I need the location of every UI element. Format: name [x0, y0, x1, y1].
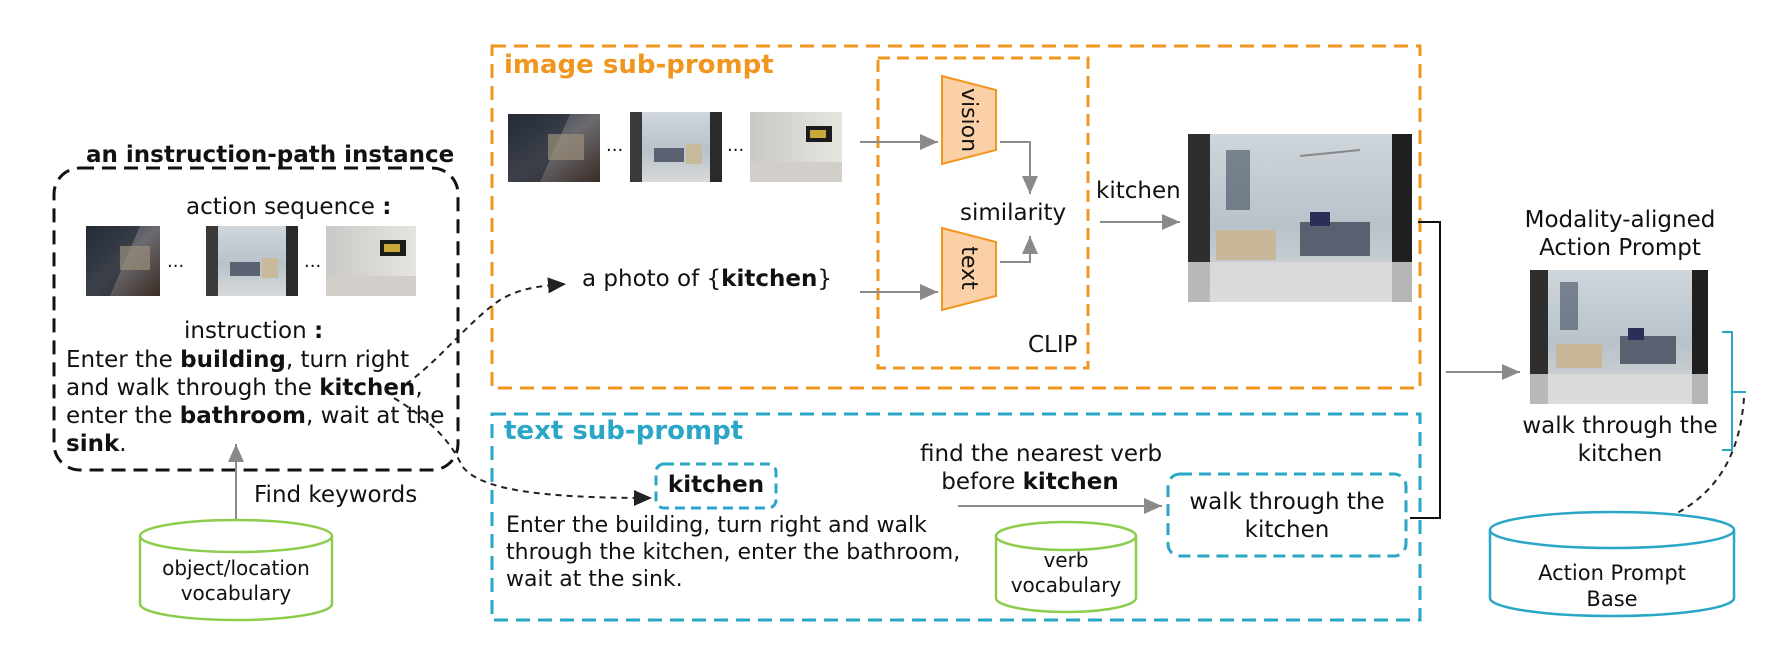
subprompt-photo-1	[508, 114, 600, 182]
vision-encoder	[941, 74, 997, 166]
instance-photo-2	[206, 226, 298, 296]
action-sequence-label: action sequence :	[186, 194, 392, 220]
object-vocab-cylinder	[138, 518, 334, 622]
image-subprompt-box	[490, 44, 1422, 390]
kitchen-photo-large	[1188, 134, 1412, 302]
ellipsis-2: ...	[304, 251, 322, 272]
photo-prompt-text: a photo of {kitchen}	[582, 266, 832, 292]
instruction-label: instruction :	[184, 318, 324, 344]
instance-title: an instruction-path instance	[86, 142, 455, 168]
keyword-box	[654, 462, 778, 510]
instruction-text: Enter the building, turn right and walk …	[66, 347, 445, 457]
img-ellipsis-1: ...	[606, 135, 624, 156]
verb-vocab-cylinder	[994, 520, 1138, 614]
kitchen-photo-output	[1530, 270, 1708, 404]
text-encoder-label: text	[956, 246, 981, 290]
keyword-text: kitchen	[667, 472, 765, 498]
similarity-label: similarity	[960, 200, 1067, 226]
vision-label: vision	[956, 87, 981, 153]
result-box	[1166, 472, 1408, 558]
instance-photo-3	[326, 226, 416, 296]
text-encoder	[941, 226, 997, 312]
clip-box	[876, 56, 1090, 370]
clip-label: CLIP	[1028, 332, 1078, 358]
kitchen-label: kitchen	[1096, 178, 1181, 204]
nearest-verb-text: find the nearest verb before kitchen	[920, 441, 1163, 495]
ellipsis-1: ...	[167, 251, 185, 272]
text-subprompt-title: text sub-prompt	[504, 416, 744, 446]
instance-box	[52, 166, 460, 472]
instance-photo-1	[86, 226, 160, 296]
img-ellipsis-2: ...	[727, 135, 745, 156]
find-keywords-label: Find keywords	[254, 482, 418, 508]
image-subprompt-title: image sub-prompt	[504, 50, 774, 80]
subprompt-photo-3	[750, 112, 842, 182]
prompt-base-cylinder	[1488, 510, 1736, 618]
text-subprompt-box	[490, 412, 1422, 622]
sentence-text: Enter the building, turn right and walk …	[506, 513, 961, 592]
subprompt-photo-2	[630, 112, 722, 182]
